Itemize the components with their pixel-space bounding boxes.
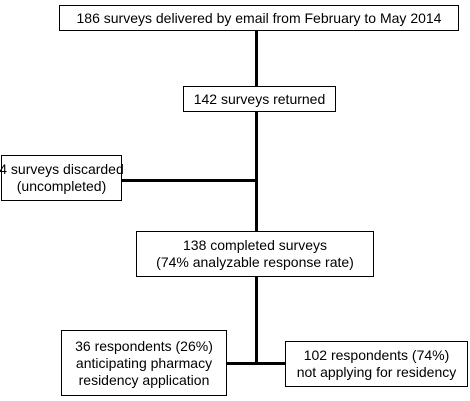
- node-surveys-discarded-line-1: 4 surveys discarded: [0, 161, 124, 177]
- node-not-applying-residency-line-1: 102 respondents (74%): [303, 347, 450, 363]
- node-surveys-returned: 142 surveys returned: [183, 86, 336, 112]
- node-completed-surveys-line-2: (74% analyzable response rate): [156, 254, 354, 270]
- node-surveys-delivered-line-1: 186 surveys delivered by email from Febr…: [76, 9, 442, 26]
- node-surveys-delivered: 186 surveys delivered by email from Febr…: [59, 5, 459, 31]
- node-surveys-discarded: 4 surveys discarded (uncompleted): [0, 155, 124, 201]
- node-completed-surveys-line-1: 138 completed surveys: [183, 237, 327, 253]
- node-surveys-discarded-line-2: (uncompleted): [16, 178, 107, 194]
- connector-returned-to-completed: [255, 110, 258, 232]
- node-not-applying-residency-line-2: not applying for residency: [296, 364, 457, 380]
- node-anticipating-residency-line-1: 36 respondents (26%): [75, 337, 213, 354]
- node-not-applying-residency: 102 respondents (74%) not applying for r…: [285, 341, 468, 387]
- connector-split-to-not-applying: [255, 362, 286, 365]
- node-completed-surveys: 138 completed surveys (74% analyzable re…: [136, 231, 374, 277]
- node-anticipating-residency-line-3: residency application: [78, 371, 210, 388]
- connector-branch-to-discarded: [122, 179, 258, 182]
- connector-split-to-anticipating: [225, 362, 258, 365]
- connector-completed-to-split: [255, 276, 258, 365]
- node-surveys-returned-line-1: 142 surveys returned: [193, 90, 326, 107]
- node-anticipating-residency: 36 respondents (26%) anticipating pharma…: [61, 330, 227, 396]
- node-anticipating-residency-line-2: anticipating pharmacy: [75, 354, 213, 371]
- connector-delivered-to-returned: [255, 30, 258, 86]
